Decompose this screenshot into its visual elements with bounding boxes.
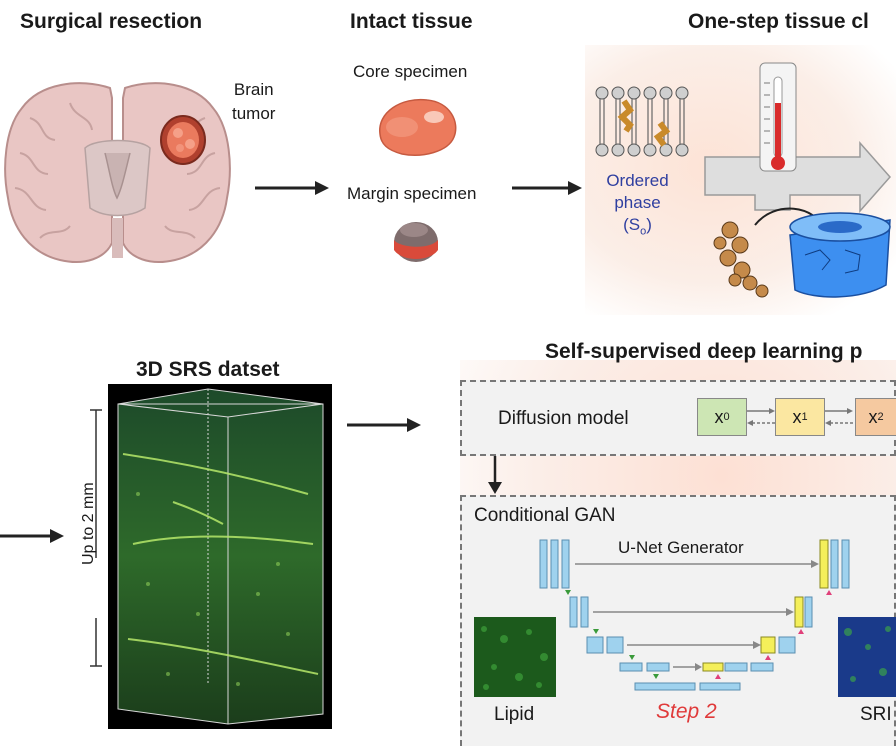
arrow-into-dataset (0, 529, 64, 543)
diffusion-arrows (747, 408, 853, 426)
arrow-to-intact (255, 181, 329, 195)
brain-tumor-label: Brain tumor (232, 78, 275, 126)
lipid-molecule (713, 221, 769, 298)
learning-title: Self-supervised deep learning p (545, 340, 863, 363)
core-specimen-label: Core specimen (353, 62, 468, 81)
tissue-clearing-title: One-step tissue cl (688, 10, 869, 33)
ordered-phase-line1: Ordered (606, 171, 669, 190)
scale-bar (90, 409, 102, 667)
margin-specimen (394, 222, 438, 262)
brain-tumor (160, 115, 206, 165)
lipid-bilayer (595, 86, 689, 157)
intact-tissue-title: Intact tissue (350, 10, 473, 33)
lipid-label: Lipid (494, 704, 535, 725)
thermometer (759, 62, 797, 172)
process-arrow-shape (704, 141, 892, 213)
conditional-gan-label: Conditional GAN (474, 505, 616, 526)
brain-tumor-label-line1: Brain (233, 80, 274, 99)
step-2-label: Step 2 (656, 700, 717, 723)
srs-volume-render (108, 384, 332, 729)
sri-label: SRI (860, 704, 892, 725)
brain-tumor-label-line2: tumor (232, 104, 276, 123)
unet-generator-label: U-Net Generator (618, 538, 744, 557)
surgical-resection-title: Surgical resection (20, 10, 203, 33)
ordered-phase-label: Ordered phase (So) (600, 170, 675, 242)
sri-output-image (838, 617, 896, 697)
brain-left-hemisphere (4, 82, 113, 263)
ordered-phase-symbol: (So) (623, 215, 652, 238)
brain-illustration (4, 82, 231, 263)
unet-diagram (539, 539, 850, 691)
lipid-input-image (474, 617, 556, 697)
diffusion-model-label: Diffusion model (498, 408, 629, 429)
arrow-down-to-gan (488, 456, 502, 494)
dataset-title: 3D SRS datset (136, 358, 280, 381)
ordered-phase-line2: phase (614, 193, 661, 212)
clearing-illustration (595, 62, 892, 298)
scale-label: Up to 2 mm (80, 482, 97, 565)
arrow-to-learning (347, 418, 421, 432)
margin-specimen-label: Margin specimen (347, 184, 477, 203)
core-specimen (379, 98, 457, 156)
cyclodextrin (789, 212, 891, 298)
arrow-to-clearing (512, 181, 582, 195)
